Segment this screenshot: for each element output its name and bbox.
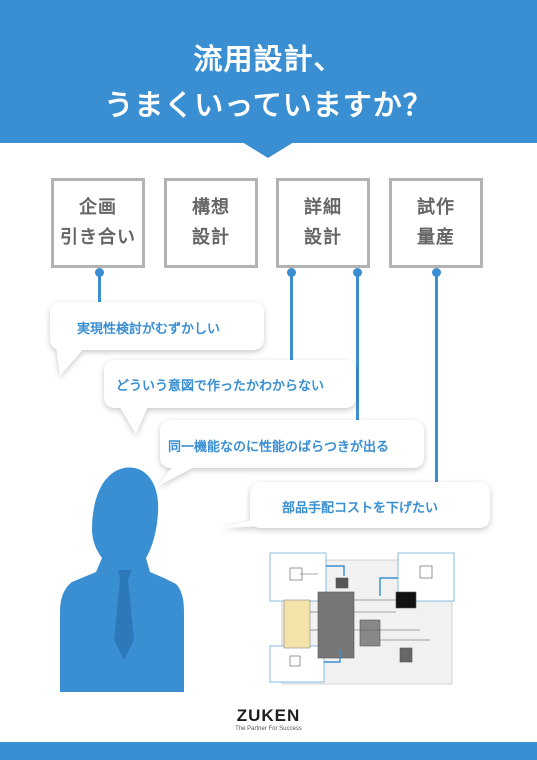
headline-line-1: 流用設計、 bbox=[193, 42, 344, 76]
speech-bubble-3 bbox=[158, 420, 424, 486]
speech-bubble-2 bbox=[104, 360, 356, 434]
stage-prototype-production-line-1: 試作 bbox=[417, 197, 455, 218]
speech-bubble-1 bbox=[50, 302, 264, 376]
stage-detailed-design-line-2: 設計 bbox=[304, 227, 342, 248]
stage-planning-line-1: 企画 bbox=[79, 197, 117, 218]
stage-planning: 企画 引き合い bbox=[51, 178, 145, 268]
schematic-diagram bbox=[269, 552, 455, 685]
header-banner bbox=[0, 0, 537, 143]
concern-parts-cost: 部品手配コストを下げたい bbox=[282, 501, 439, 516]
headline-line-2: うまくいっていますか？ bbox=[104, 88, 433, 122]
stage-detailed-design-line-1: 詳細 bbox=[304, 197, 342, 218]
stage-prototype-production-line-2: 量産 bbox=[417, 227, 455, 248]
connector-dot-2 bbox=[287, 268, 296, 277]
connector-line-1 bbox=[98, 272, 101, 302]
connector-line-3 bbox=[356, 272, 359, 420]
stage-planning-line-2: 引き合い bbox=[60, 227, 136, 248]
footer-bar bbox=[0, 742, 537, 760]
stage-prototype-production: 試作 量産 bbox=[389, 178, 483, 268]
speech-bubble-4 bbox=[222, 482, 490, 528]
connector-dot-1 bbox=[95, 268, 104, 277]
concern-performance-variance: 同一機能なのに性能のばらつきが出る bbox=[168, 440, 390, 455]
businessman-silhouette bbox=[60, 467, 184, 692]
connector-dot-3 bbox=[353, 268, 362, 277]
stage-concept-design-line-1: 構想 bbox=[192, 197, 230, 218]
concern-feasibility: 実現性検討がむずかしい bbox=[77, 322, 221, 337]
stage-concept-design-line-2: 設計 bbox=[192, 227, 230, 248]
header-notch bbox=[242, 142, 294, 158]
stage-concept-design: 構想 設計 bbox=[164, 178, 258, 268]
connector-line-4 bbox=[435, 272, 438, 482]
connector-line-2 bbox=[290, 272, 293, 360]
illustration bbox=[50, 302, 490, 692]
brand-logo: ZUKEN bbox=[236, 706, 301, 725]
connector-dot-4 bbox=[432, 268, 441, 277]
concern-design-intent: どういう意図で作ったかわからない bbox=[116, 379, 325, 394]
stage-detailed-design: 詳細 設計 bbox=[276, 178, 370, 268]
brand-tagline: The Partner For Success bbox=[235, 726, 302, 732]
